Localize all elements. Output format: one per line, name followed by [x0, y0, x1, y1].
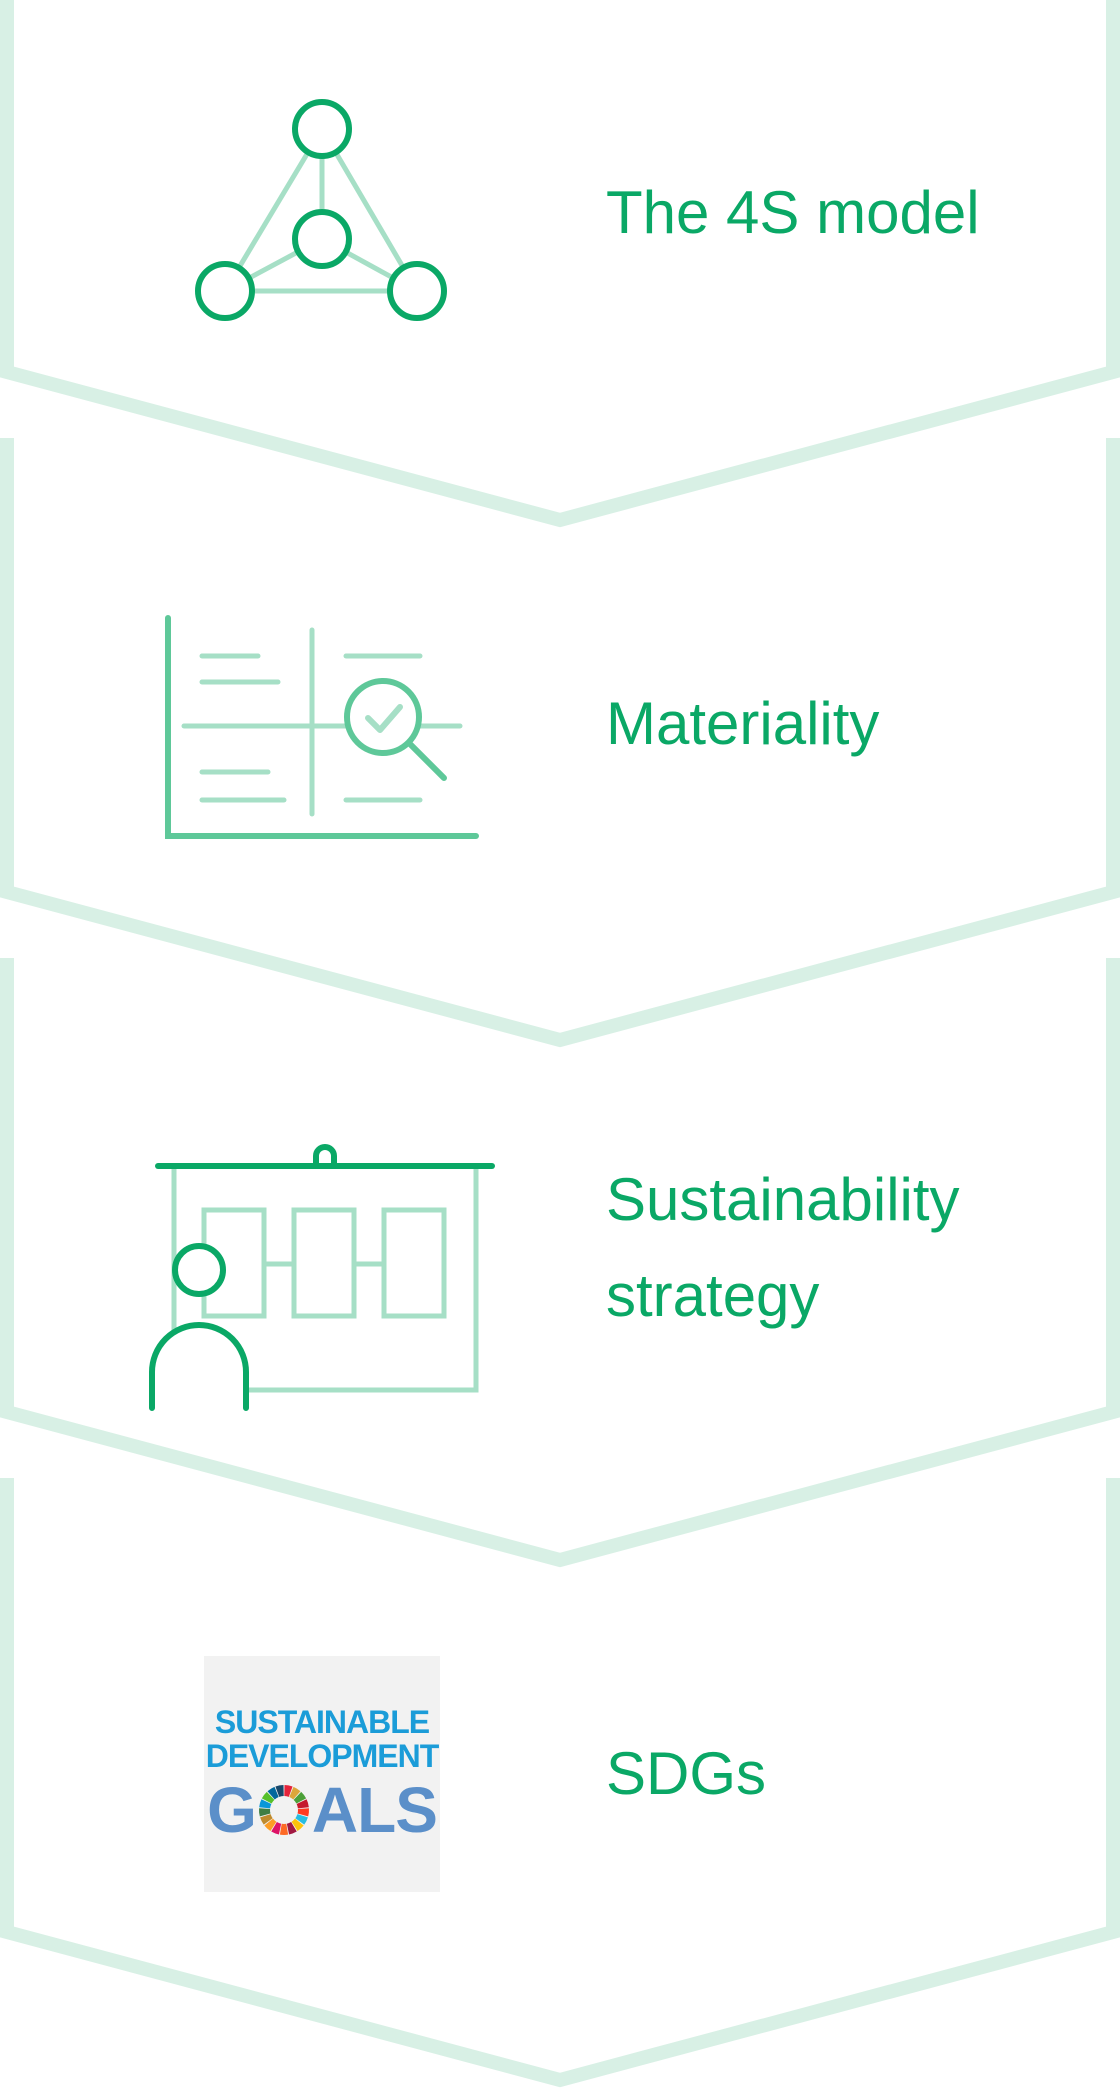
- network-triangle-icon: [195, 99, 447, 321]
- step-materiality[interactable]: Materiality: [0, 520, 1120, 1040]
- sdg-wheel-segment: [296, 1799, 309, 1809]
- sdg-logo-line2: DEVELOPMENT: [205, 1738, 440, 1774]
- materiality-analysis-icon: [165, 615, 479, 839]
- sdg-wheel-segment: [258, 1808, 271, 1817]
- step-label-4s-model: The 4S model: [606, 179, 980, 246]
- sdg-wheel-segment: [289, 1786, 301, 1800]
- sdg-wheel-segment: [297, 1808, 309, 1817]
- sdg-wheel-segment: [283, 1785, 293, 1797]
- step-sustainability-strategy[interactable]: Sustainability strategy: [0, 1040, 1120, 1560]
- sdg-wheel-segment: [261, 1791, 275, 1804]
- step-sdgs[interactable]: SDGs: [0, 1560, 1120, 2080]
- sdg-wheel-segment: [264, 1818, 277, 1831]
- sdg-wheel-segment: [275, 1785, 284, 1797]
- sdg-wheel-segment: [267, 1786, 279, 1800]
- step-label-sdgs: SDGs: [606, 1740, 767, 1807]
- sdg-logo-goals: G ALS: [204, 1778, 440, 1842]
- sdg-wheel-segment: [293, 1791, 307, 1804]
- sdg-logo: SUSTAINABLE DEVELOPMENT G ALS: [204, 1656, 440, 1892]
- step-4s-model[interactable]: The 4S model: [0, 0, 1120, 520]
- sdg-wheel-segment: [291, 1818, 304, 1831]
- sdg-logo-goals-g: G: [207, 1774, 257, 1846]
- sdg-wheel-segment: [295, 1813, 308, 1825]
- sdg-logo-goals-als: ALS: [311, 1774, 438, 1846]
- sdg-logo-line1: SUSTAINABLE: [214, 1704, 430, 1740]
- step-label-sustainability-strategy: Sustainability strategy: [606, 1166, 960, 1329]
- step-label-materiality: Materiality: [606, 690, 880, 757]
- sdg-wheel-segment: [271, 1821, 282, 1835]
- sdg-wheel-icon: [258, 1785, 309, 1835]
- sdg-wheel-segment: [286, 1821, 297, 1835]
- strategy-presentation-icon: [149, 1144, 495, 1411]
- sdg-wheel-segment: [259, 1813, 273, 1825]
- sdg-wheel-segment: [259, 1799, 272, 1809]
